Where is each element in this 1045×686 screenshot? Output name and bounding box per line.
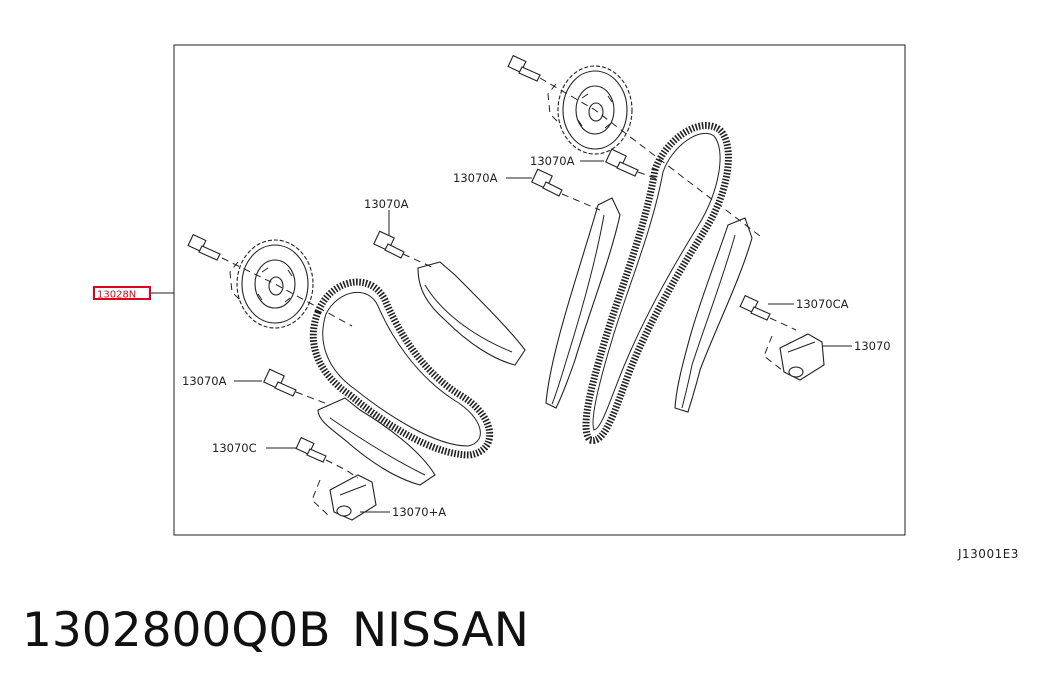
chain-tensioner-left [329, 474, 377, 521]
bolt-icon [187, 233, 221, 261]
callout-tensioner-bolt-right: 13070CA [796, 297, 849, 311]
chain-guide-right [674, 217, 753, 413]
chain-guide-lower-left [317, 397, 436, 486]
chain-tensioner-right [779, 333, 825, 381]
bolt-icon [605, 148, 639, 177]
callout-tensioner-left: 13070+A [392, 505, 446, 519]
callout-bolt-top-left: 13070A [364, 197, 409, 211]
bolt-icon [739, 294, 771, 321]
diagram-frame [173, 44, 906, 536]
callout-bolt-top-right: 13070A [530, 154, 575, 168]
timing-chain-left [309, 278, 494, 459]
bolt-icon [507, 54, 541, 82]
bolt-icon [295, 436, 327, 463]
callout-tensioner-right: 13070 [854, 339, 891, 353]
figure-code: J13001E3 [957, 547, 1019, 561]
callout-bolt-left-lower: 13070A [182, 374, 227, 388]
highlighted-callout-box[interactable] [93, 286, 151, 300]
part-number: 1302800Q0B [22, 603, 330, 658]
assembly-lines [221, 77, 797, 516]
brand-name: NISSAN [352, 603, 529, 658]
camshaft-sprocket-left [236, 239, 314, 329]
callout-bolt-center: 13070A [453, 171, 498, 185]
chain-guide-upper-left [417, 261, 526, 366]
leader-lines [150, 160, 852, 513]
bolt-icon [263, 368, 297, 397]
bolt-icon [373, 230, 405, 259]
chain-guide-center [545, 197, 621, 409]
timing-chain-right [582, 122, 732, 444]
callout-tensioner-bolt-left: 13070C [212, 441, 257, 455]
bolt-icon [531, 168, 563, 197]
callout-highlighted[interactable]: 13028N [97, 290, 136, 301]
